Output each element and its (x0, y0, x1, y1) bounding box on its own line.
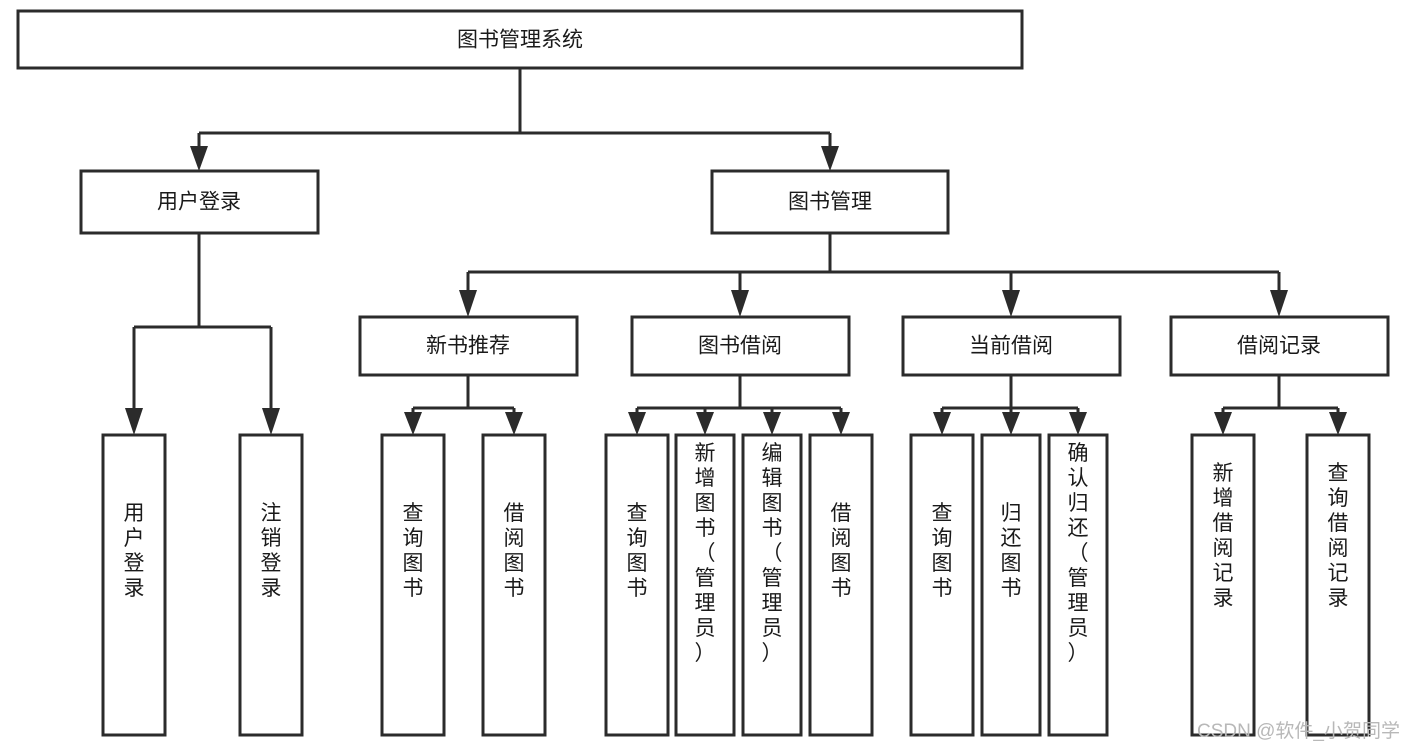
node-borrow-record[interactable]: 借阅记录 (1169, 315, 1390, 377)
arrow-head-icon (404, 412, 422, 435)
arrow-head-icon (262, 408, 280, 435)
node-current-borrow[interactable]: 当前借阅 (901, 315, 1122, 377)
node-borrow-record-label: 借阅记录 (1237, 335, 1321, 358)
arrow-head-icon (696, 412, 714, 435)
leaf-current-borrow-0-label: 查询图书 (932, 502, 953, 600)
leaf-borrow-record-1[interactable]: 查询借阅记录 (1305, 433, 1371, 737)
connector-level2-user-to-leaves (125, 233, 280, 435)
arrow-head-icon (933, 412, 951, 435)
leaf-book-borrow-1[interactable]: 新增图书（管理员） (674, 433, 736, 737)
node-new-book-recommend-label: 新书推荐 (426, 335, 510, 358)
arrow-head-icon (821, 146, 839, 171)
leaf-user-login-0-label: 用户登录 (124, 502, 145, 600)
connector-level2-book-to-level3 (459, 233, 1288, 317)
leaf-new-book-0-label: 查询图书 (403, 502, 424, 600)
node-user-login[interactable]: 用户登录 (79, 169, 320, 235)
node-book-management-label: 图书管理 (788, 191, 872, 214)
leaf-current-borrow-1-label: 归还图书 (1001, 502, 1022, 600)
leaf-current-borrow-2[interactable]: 确认归还（管理员） (1047, 433, 1109, 737)
node-user-login-label: 用户登录 (157, 191, 241, 214)
leaf-current-borrow-0[interactable]: 查询图书 (909, 433, 975, 737)
connector-borrow-record-to-leaves (1214, 375, 1347, 435)
connector-book-borrow-to-leaves (628, 375, 850, 435)
node-root-label: 图书管理系统 (457, 29, 583, 52)
arrow-head-icon (505, 412, 523, 435)
leaf-borrow-record-1-label: 查询借阅记录 (1328, 462, 1349, 610)
leaf-borrow-record-0-label: 新增借阅记录 (1213, 462, 1234, 610)
leaf-new-book-1[interactable]: 借阅图书 (481, 433, 547, 737)
node-book-borrow[interactable]: 图书借阅 (630, 315, 851, 377)
leaf-user-login-0[interactable]: 用户登录 (101, 433, 167, 737)
arrow-head-icon (628, 412, 646, 435)
arrow-head-icon (459, 290, 477, 317)
leaf-new-book-1-label: 借阅图书 (504, 502, 525, 600)
arrow-head-icon (731, 290, 749, 317)
leaf-borrow-record-0[interactable]: 新增借阅记录 (1190, 433, 1256, 737)
arrow-head-icon (1069, 412, 1087, 435)
node-current-borrow-label: 当前借阅 (969, 335, 1053, 358)
arrow-head-icon (763, 412, 781, 435)
connector-new-book-to-leaves (404, 375, 523, 435)
leaf-book-borrow-3[interactable]: 借阅图书 (808, 433, 874, 737)
watermark: CSDN @软件_小贺同学 (1197, 720, 1400, 742)
leaf-new-book-0[interactable]: 查询图书 (380, 433, 446, 737)
leaf-book-borrow-2[interactable]: 编辑图书（管理员） (741, 433, 803, 737)
leaf-book-borrow-2-label: 编辑图书（管理员） (762, 442, 783, 665)
arrow-head-icon (832, 412, 850, 435)
leaf-current-borrow-1[interactable]: 归还图书 (980, 433, 1042, 737)
arrow-head-icon (190, 146, 208, 171)
leaf-current-borrow-2-label: 确认归还（管理员） (1068, 442, 1089, 665)
arrow-head-icon (1270, 290, 1288, 317)
arrow-head-icon (1002, 290, 1020, 317)
arrow-head-icon (1329, 412, 1347, 435)
connector-root-to-level2 (190, 68, 839, 171)
node-root[interactable]: 图书管理系统 (16, 9, 1024, 70)
leaf-book-borrow-3-label: 借阅图书 (831, 502, 852, 600)
arrow-head-icon (125, 408, 143, 435)
leaf-book-borrow-0-label: 查询图书 (627, 502, 648, 600)
arrow-head-icon (1214, 412, 1232, 435)
leaf-book-borrow-0[interactable]: 查询图书 (604, 433, 670, 737)
node-book-management[interactable]: 图书管理 (710, 169, 950, 235)
node-new-book-recommend[interactable]: 新书推荐 (358, 315, 579, 377)
arrow-head-icon (1002, 412, 1020, 435)
leaf-user-login-1[interactable]: 注销登录 (238, 433, 304, 737)
leaf-user-login-1-label: 注销登录 (261, 502, 282, 600)
connector-current-borrow-to-leaves (933, 375, 1087, 435)
leaf-book-borrow-1-label: 新增图书（管理员） (695, 442, 716, 665)
node-book-borrow-label: 图书借阅 (698, 335, 782, 358)
